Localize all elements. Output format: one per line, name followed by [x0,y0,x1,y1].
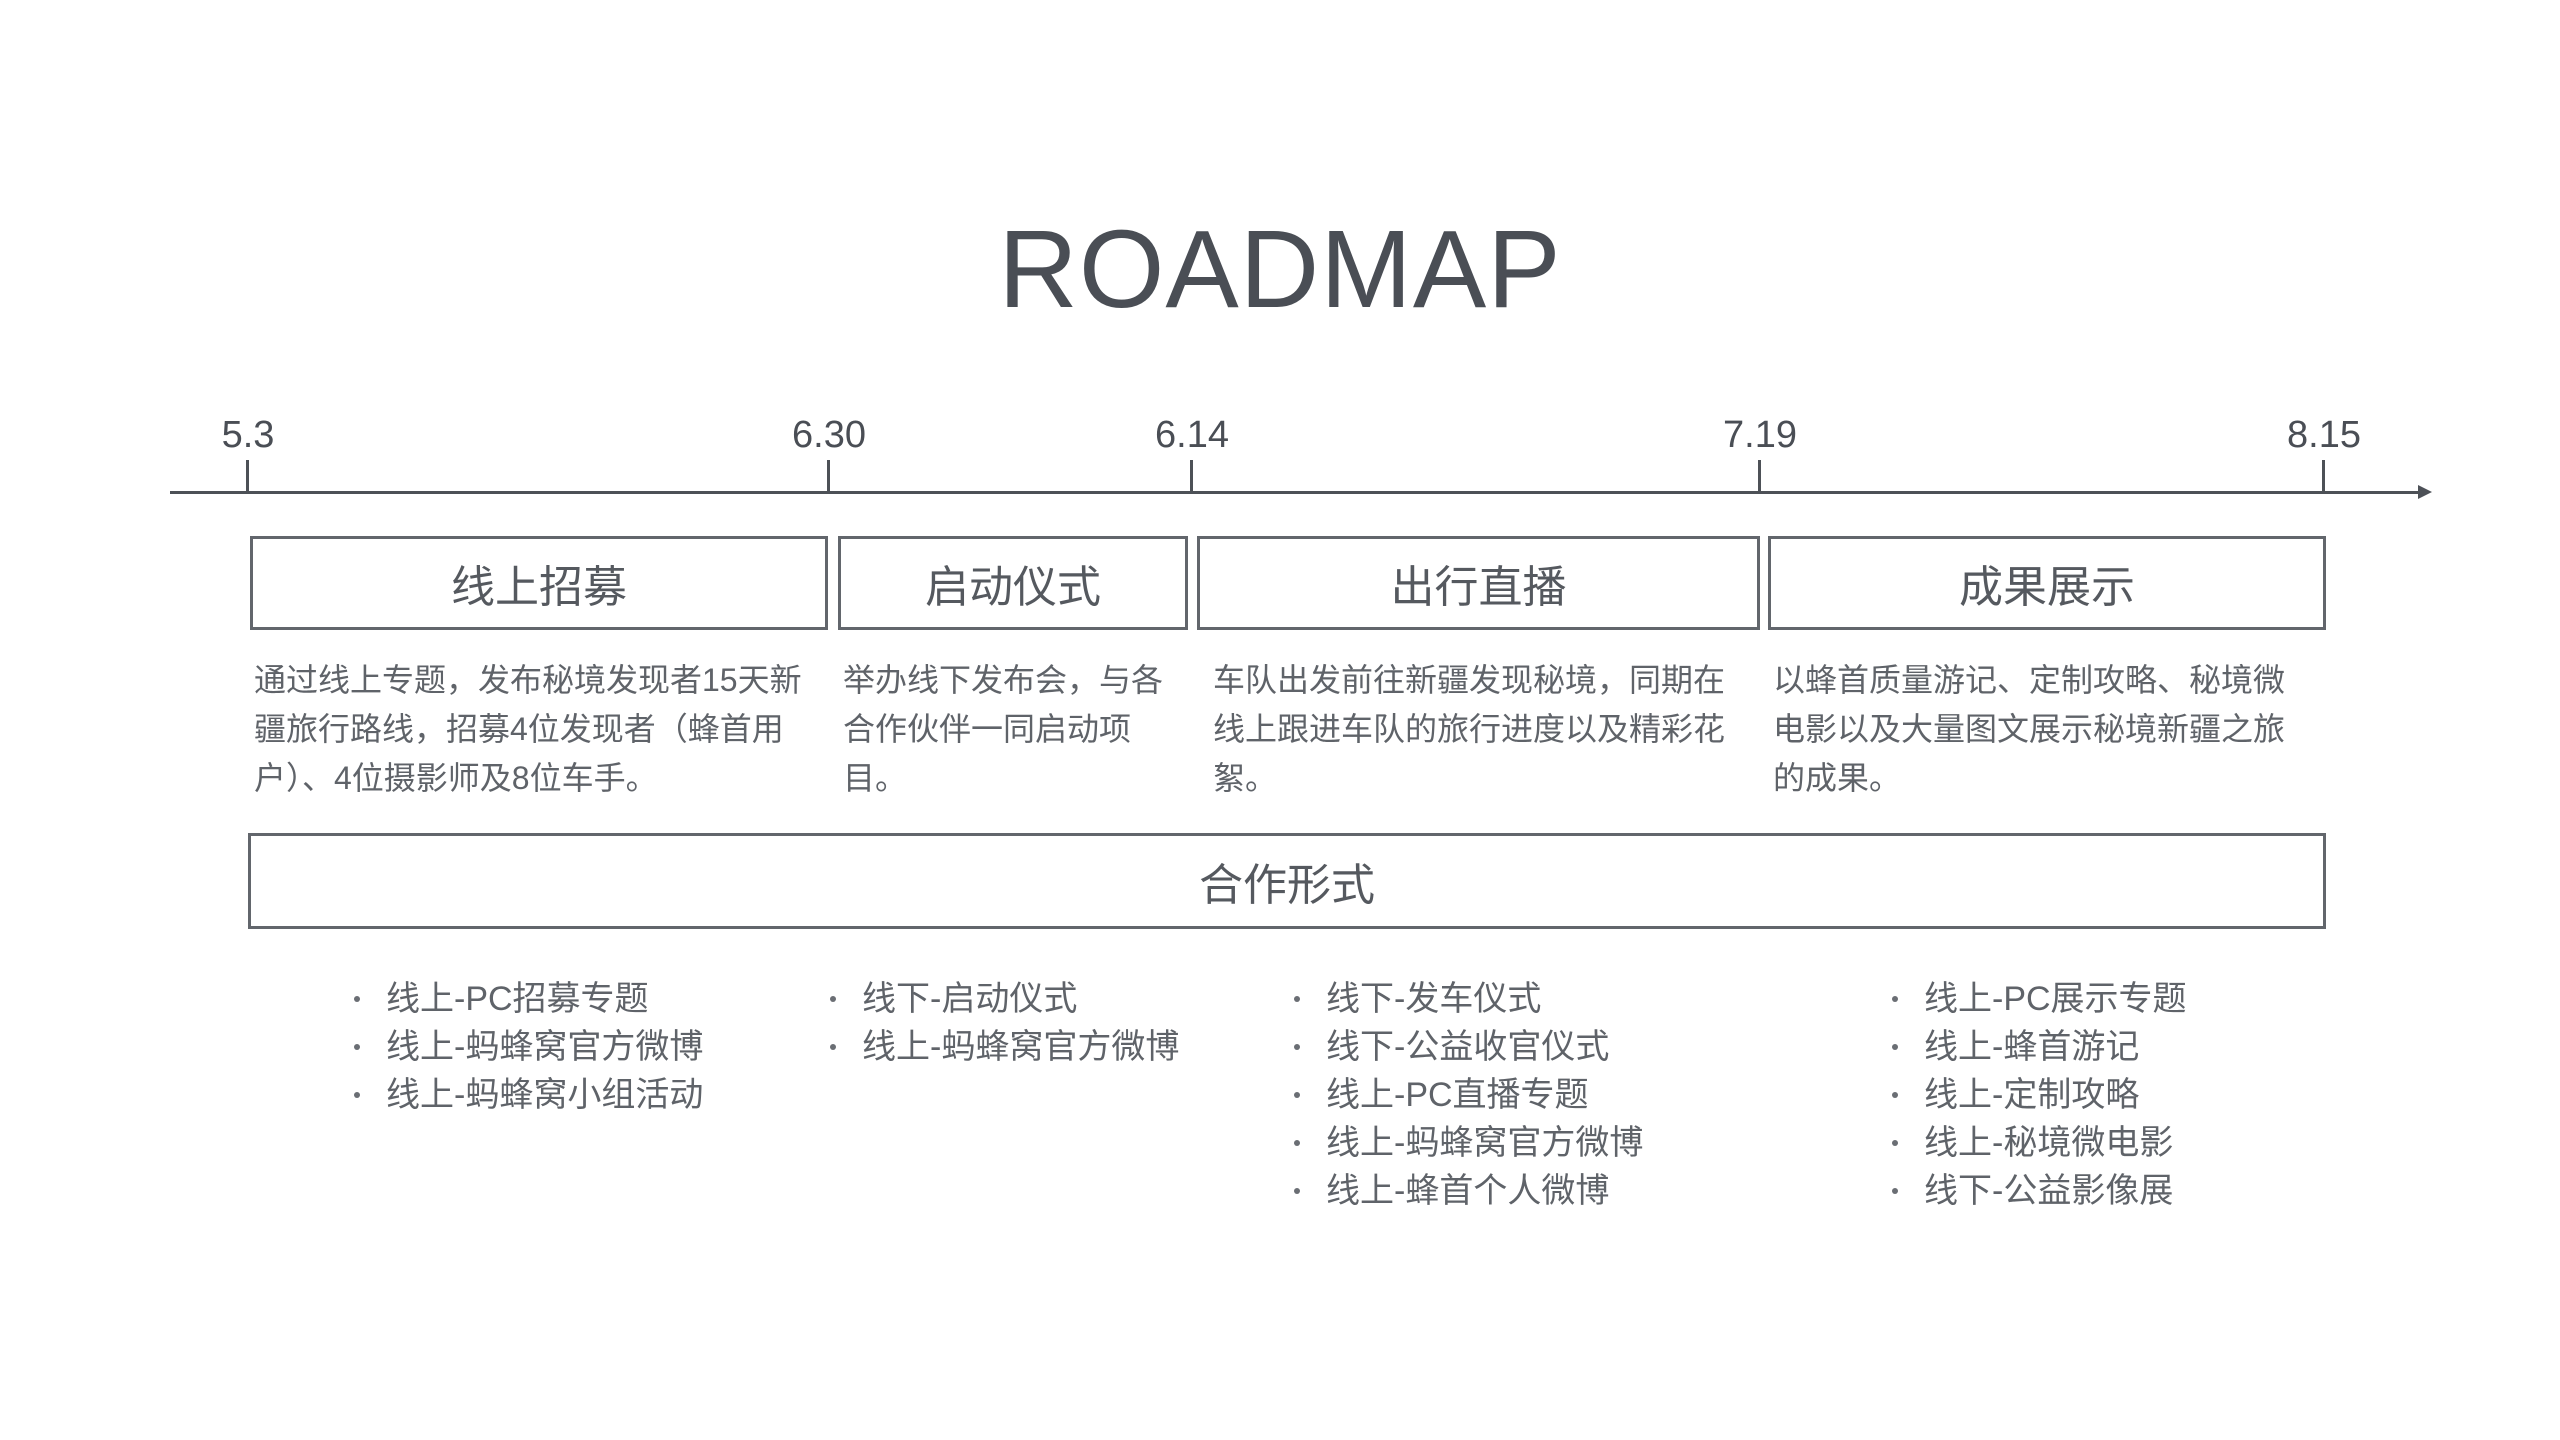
bullet-icon [1294,996,1300,1002]
timeline-tick-label: 7.19 [1723,414,1797,456]
phase-box-recruit: 线上招募 [250,536,828,630]
timeline-tick-label: 8.15 [2287,414,2361,456]
list-item: 线下-发车仪式 [1292,975,1643,1023]
phase-description: 以蜂首质量游记、定制攻略、秘境微电影以及大量图文展示秘境新疆之旅的成果。 [1773,662,2286,796]
list-item: 线上-定制攻略 [1890,1071,2187,1119]
cooperation-list: 线下-发车仪式 线下-公益收官仪式 线上-PC直播专题 线上-蚂蜂窝官方微博 线… [1292,975,1643,1215]
list-item-label: 线下-启动仪式 [862,980,1078,1018]
list-item-label: 线下-公益影像展 [1924,1172,2174,1210]
page-title: ROADMAP [998,208,1562,331]
arrow-right-icon [2418,485,2432,499]
cooperation-box: 合作形式 [248,833,2326,929]
phase-description: 通过线上专题，发布秘境发现者15天新疆旅行路线，招募4位发现者（蜂首用户）、4位… [254,662,802,796]
bullet-icon [354,1092,360,1098]
bullet-icon [1892,1140,1898,1146]
bullet-icon [1294,1188,1300,1194]
bullet-icon [1892,1044,1898,1050]
list-item-label: 线上-定制攻略 [1924,1076,2140,1114]
bullet-icon [1892,996,1898,1002]
bullet-icon [830,996,836,1002]
timeline-tick [2322,460,2325,493]
list-item: 线上-蚂蜂窝官方微博 [828,1023,1179,1071]
list-item: 线上-蚂蜂窝官方微博 [1292,1119,1643,1167]
list-item: 线上-蜂首个人微博 [1292,1167,1643,1215]
list-item-label: 线上-蜂首个人微博 [1326,1172,1610,1210]
bullet-icon [1294,1092,1300,1098]
list-item-label: 线上-秘境微电影 [1924,1124,2174,1162]
list-item-label: 线上-蚂蜂窝官方微博 [386,1028,704,1066]
bullet-icon [1892,1188,1898,1194]
list-item-label: 线上-蚂蜂窝官方微博 [1326,1124,1644,1162]
list-item-label: 线上-蜂首游记 [1924,1028,2140,1066]
phase-description: 车队出发前往新疆发现秘境，同期在线上跟进车队的旅行进度以及精彩花絮。 [1213,662,1726,796]
timeline-tick-label: 6.14 [1155,414,1229,456]
list-item: 线上-蚂蜂窝官方微博 [352,1023,703,1071]
phase-description: 举办线下发布会，与各合作伙伴一同启动项目。 [843,662,1164,796]
cooperation-list: 线上-PC展示专题 线上-蜂首游记 线上-定制攻略 线上-秘境微电影 线下-公益… [1890,975,2187,1215]
timeline-tick-label: 6.30 [792,414,866,456]
list-item: 线上-蜂首游记 [1890,1023,2187,1071]
phase-box-launch: 启动仪式 [838,536,1188,630]
list-item-label: 线上-PC招募专题 [386,980,649,1018]
list-item: 线上-蚂蜂窝小组活动 [352,1071,703,1119]
cooperation-list: 线下-启动仪式 线上-蚂蜂窝官方微博 [828,975,1179,1071]
list-item: 线上-PC直播专题 [1292,1071,1643,1119]
list-item-label: 线上-PC直播专题 [1326,1076,1589,1114]
list-item: 线上-PC展示专题 [1890,975,2187,1023]
timeline-tick-label: 5.3 [221,414,275,456]
timeline-axis [170,491,2422,494]
timeline-tick [1190,460,1193,493]
timeline-tick [1758,460,1761,493]
cooperation-list: 线上-PC招募专题 线上-蚂蜂窝官方微博 线上-蚂蜂窝小组活动 [352,975,703,1119]
list-item: 线下-启动仪式 [828,975,1179,1023]
list-item-label: 线上-蚂蜂窝小组活动 [386,1076,704,1114]
list-item: 线下-公益收官仪式 [1292,1023,1643,1071]
list-item: 线上-PC招募专题 [352,975,703,1023]
bullet-icon [1294,1044,1300,1050]
list-item: 线上-秘境微电影 [1890,1119,2187,1167]
list-item: 线下-公益影像展 [1890,1167,2187,1215]
list-item-label: 线上-PC展示专题 [1924,980,2187,1018]
bullet-icon [1892,1092,1898,1098]
bullet-icon [1294,1140,1300,1146]
timeline-tick [827,460,830,493]
bullet-icon [354,1044,360,1050]
list-item-label: 线下-公益收官仪式 [1326,1028,1610,1066]
phase-box-live: 出行直播 [1197,536,1760,630]
timeline-tick [246,460,249,493]
phase-box-showcase: 成果展示 [1768,536,2326,630]
list-item-label: 线上-蚂蜂窝官方微博 [862,1028,1180,1066]
bullet-icon [830,1044,836,1050]
bullet-icon [354,996,360,1002]
list-item-label: 线下-发车仪式 [1326,980,1542,1018]
